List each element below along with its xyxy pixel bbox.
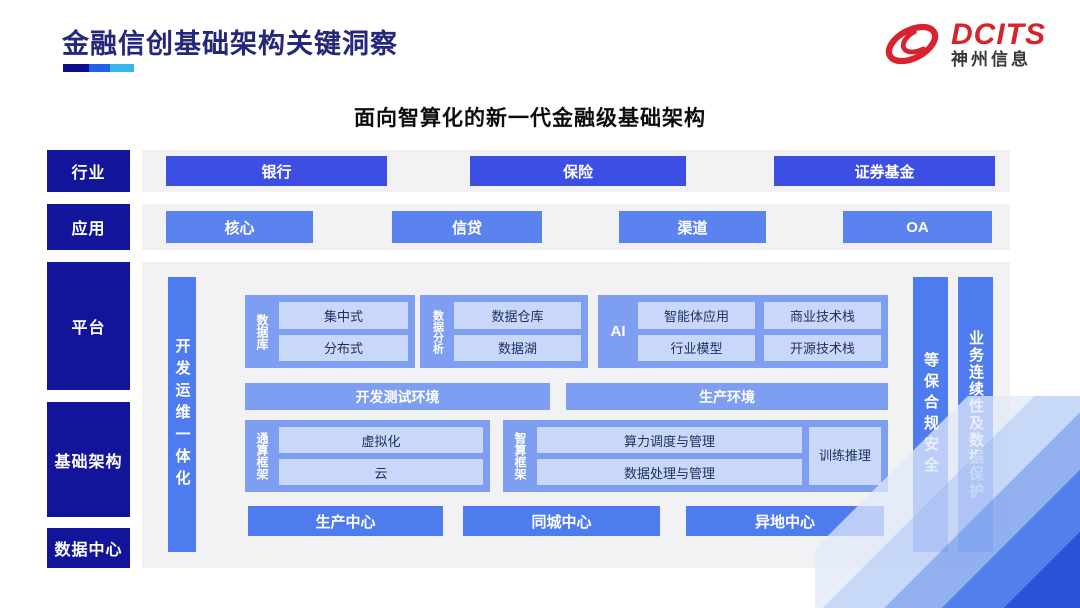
industry-row: 银行 保险 证券基金	[142, 150, 1010, 192]
box-commercial-stack: 商业技术栈	[764, 302, 881, 329]
underline-segment-dark	[63, 64, 89, 72]
layer-label-platform: 平台	[47, 262, 130, 390]
security-compliance-bar: 等保合规安全	[913, 277, 948, 552]
production-environment-bar: 生产环境	[566, 383, 888, 410]
ai-boxes: 智能体应用 商业技术栈 行业模型 开源技术栈	[638, 302, 881, 361]
ai-group: AI 智能体应用 商业技术栈 行业模型 开源技术栈	[598, 295, 888, 368]
analytics-group-label-text: 数据分析	[431, 309, 444, 354]
center-remote: 异地中心	[686, 506, 884, 536]
dcits-swirl-icon	[885, 23, 939, 65]
database-group-label: 数据库	[252, 302, 272, 361]
intelligent-framework-group: 智算框架 算力调度与管理 数据处理与管理 训练推理	[503, 420, 888, 492]
box-training-inference: 训练推理	[809, 427, 881, 485]
ai-group-label-text: AI	[610, 323, 626, 340]
business-continuity-bar: 业务连续性及数据保护	[958, 277, 993, 552]
logo-company: 神州信息	[951, 49, 1031, 69]
layer-label-infrastructure: 基础架构	[47, 402, 130, 517]
platform-panel: 开发运维一体化 数据库 集中式 分布式 数据分析 数据仓库 数据湖	[142, 262, 1010, 568]
application-item-oa: OA	[843, 211, 992, 243]
devops-vertical-bar: 开发运维一体化	[168, 277, 196, 552]
ai-group-label: AI	[605, 302, 631, 361]
center-same-city: 同城中心	[463, 506, 660, 536]
dev-test-environment-bar: 开发测试环境	[245, 383, 550, 410]
industry-item-securities-funds: 证券基金	[774, 156, 995, 186]
logo-brand: DCITS	[951, 18, 1046, 52]
general-framework-group: 通算框架 虚拟化 云	[245, 420, 490, 492]
box-centralized: 集中式	[279, 302, 408, 329]
box-opensource-stack: 开源技术栈	[764, 334, 881, 361]
box-distributed: 分布式	[279, 334, 408, 361]
box-data-warehouse: 数据仓库	[454, 302, 581, 329]
database-group: 数据库 集中式 分布式	[245, 295, 415, 368]
intelligent-framework-boxes: 算力调度与管理 数据处理与管理	[537, 427, 802, 485]
application-item-credit: 信贷	[392, 211, 542, 243]
center-production: 生产中心	[248, 506, 443, 536]
box-virtualization: 虚拟化	[279, 427, 483, 453]
security-compliance-bar-label: 等保合规安全	[922, 351, 939, 478]
industry-item-insurance: 保险	[470, 156, 686, 186]
layer-label-industry: 行业	[47, 150, 130, 192]
application-item-channel: 渠道	[619, 211, 766, 243]
business-continuity-bar-label: 业务连续性及数据保护	[967, 329, 984, 500]
industry-item-bank: 银行	[166, 156, 387, 186]
box-data-processing: 数据处理与管理	[537, 459, 802, 485]
application-item-core: 核心	[166, 211, 313, 243]
box-cloud: 云	[279, 459, 483, 485]
intelligent-framework-label: 智算框架	[510, 427, 530, 485]
page-title: 金融信创基础架构关键洞察	[62, 29, 398, 59]
box-industry-models: 行业模型	[638, 334, 755, 361]
analytics-group: 数据分析 数据仓库 数据湖	[420, 295, 588, 368]
underline-segment-cyan	[110, 64, 134, 72]
general-framework-label-text: 通算框架	[255, 432, 269, 480]
box-compute-scheduling: 算力调度与管理	[537, 427, 802, 453]
underline-segment-blue	[89, 64, 110, 72]
title-underline	[63, 64, 134, 72]
general-framework-label: 通算框架	[252, 427, 272, 485]
application-row: 核心 信贷 渠道 OA	[142, 204, 1010, 250]
box-agent-apps: 智能体应用	[638, 302, 755, 329]
layer-label-application: 应用	[47, 204, 130, 250]
devops-vertical-bar-label: 开发运维一体化	[173, 337, 191, 492]
general-framework-boxes: 虚拟化 云	[279, 427, 483, 485]
analytics-boxes: 数据仓库 数据湖	[454, 302, 581, 361]
database-group-label-text: 数据库	[255, 313, 269, 350]
intelligent-framework-label-text: 智算框架	[513, 432, 527, 480]
dcits-logo: DCITS 神州信息	[881, 18, 1046, 70]
logo-text: DCITS 神州信息	[951, 19, 1046, 68]
analytics-group-label: 数据分析	[427, 302, 447, 361]
diagram-title: 面向智算化的新一代金融级基础架构	[354, 107, 706, 130]
database-boxes: 集中式 分布式	[279, 302, 408, 361]
layer-label-datacenter: 数据中心	[47, 528, 130, 568]
box-data-lake: 数据湖	[454, 334, 581, 361]
